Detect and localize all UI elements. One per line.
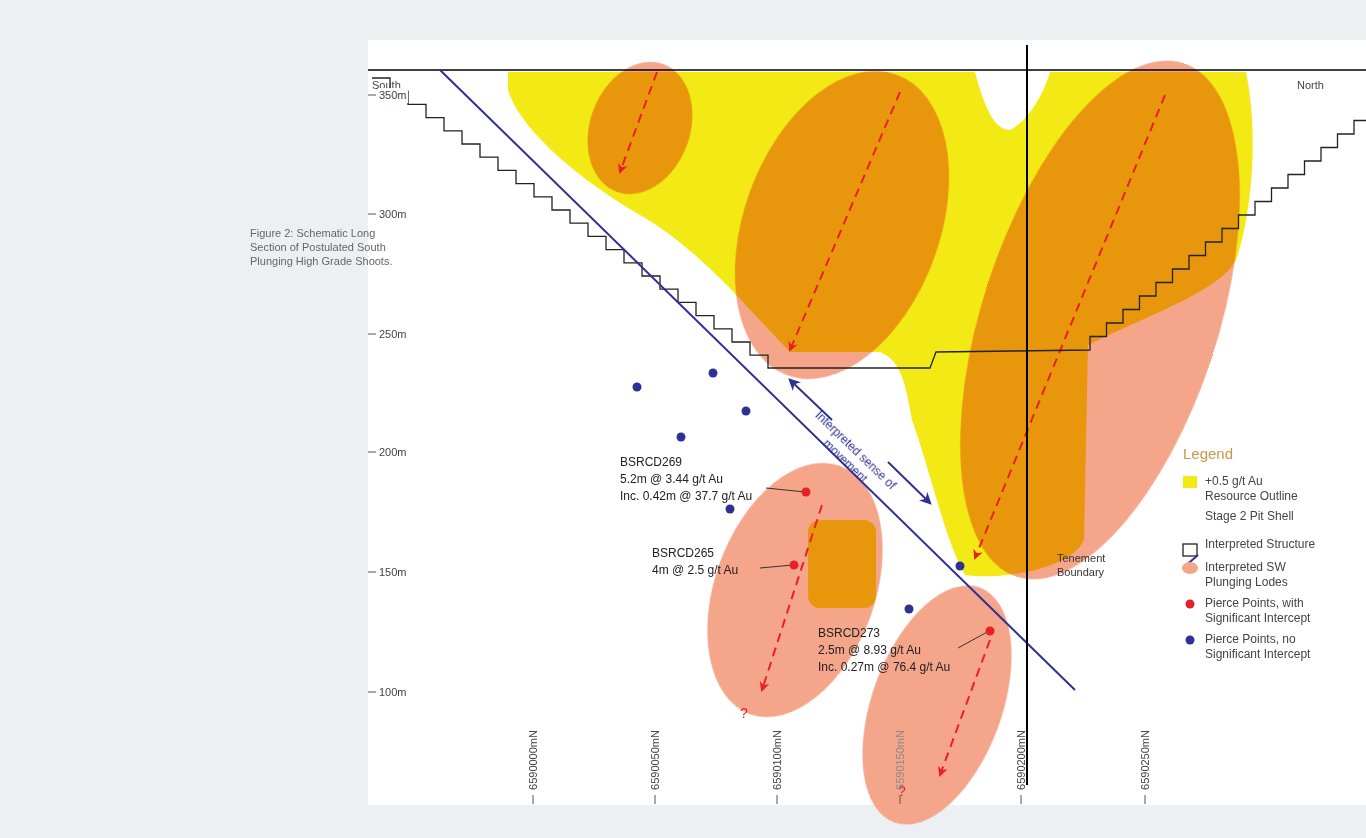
northing-label: 6590200mN: [1014, 730, 1029, 790]
intercept-value: 2.5m @ 8.93 g/t Au: [818, 643, 921, 658]
elevation-label: 200m: [378, 445, 408, 460]
axis-end-label: North: [1297, 78, 1324, 93]
elevation-label: 250m: [378, 327, 408, 342]
legend-text: +0.5 g/t Au Resource Outline: [1205, 474, 1305, 504]
legend-swatch: [1186, 636, 1195, 645]
resource-notch: [975, 72, 1050, 130]
legend-title: Legend: [1183, 446, 1233, 461]
intercept-value: Inc. 0.27m @ 76.4 g/t Au: [818, 660, 950, 675]
northing-label: 6590150mN: [893, 730, 908, 790]
pit-shell-sample: [1183, 544, 1197, 556]
interpreted-structure: [440, 70, 1075, 690]
intercept-value: 5.2m @ 3.44 g/t Au: [620, 472, 723, 487]
drillhole-id: BSRCD265: [652, 546, 714, 561]
pit-shell: [372, 78, 1366, 368]
leader-lines: [760, 488, 989, 648]
surface-line: [368, 69, 1366, 71]
legend-text: Interpreted Structure: [1205, 537, 1345, 552]
legend-swatch: [1182, 562, 1198, 574]
legend-swatch: [1186, 600, 1195, 609]
legend-swatch: [1183, 476, 1197, 488]
figure-caption: Figure 2: Schematic Long Section of Post…: [250, 226, 410, 268]
intercept-value: Inc. 0.42m @ 37.7 g/t Au: [620, 489, 752, 504]
pierce-points-significant: [790, 488, 995, 636]
northing-label: 6590100mN: [770, 730, 785, 790]
elevation-label: 300m: [378, 207, 408, 222]
northing-label: 6590250mN: [1138, 730, 1153, 790]
northing-label: 6590050mN: [648, 730, 663, 790]
intercept-value: 4m @ 2.5 g/t Au: [652, 563, 738, 578]
boundary-label: Tenement Boundary: [1057, 551, 1127, 579]
elevation-label: 100m: [378, 685, 408, 700]
lode: [904, 27, 1295, 613]
plunge-arrows: [620, 72, 1165, 775]
elevation-label: 150m: [378, 565, 408, 580]
tenement-boundary: [1026, 45, 1028, 785]
drillhole-id: BSRCD273: [818, 626, 880, 641]
drillhole-id: BSRCD269: [620, 455, 682, 470]
lode: [570, 47, 710, 209]
lodes: [570, 27, 1296, 838]
lode: [833, 565, 1041, 838]
legend-text: Stage 2 Pit Shell: [1205, 509, 1345, 524]
query-mark: ?: [740, 706, 748, 721]
northing-label: 6590000mN: [526, 730, 541, 790]
legend-text: Pierce Points, with Significant Intercep…: [1205, 596, 1333, 626]
elevation-label: 350m: [378, 88, 408, 103]
lode: [695, 41, 989, 409]
axis-ticks: [368, 95, 1145, 804]
legend-text: Interpreted SW Plunging Lodes: [1205, 560, 1317, 590]
legend-text: Pierce Points, no Significant Intercept: [1205, 632, 1333, 662]
